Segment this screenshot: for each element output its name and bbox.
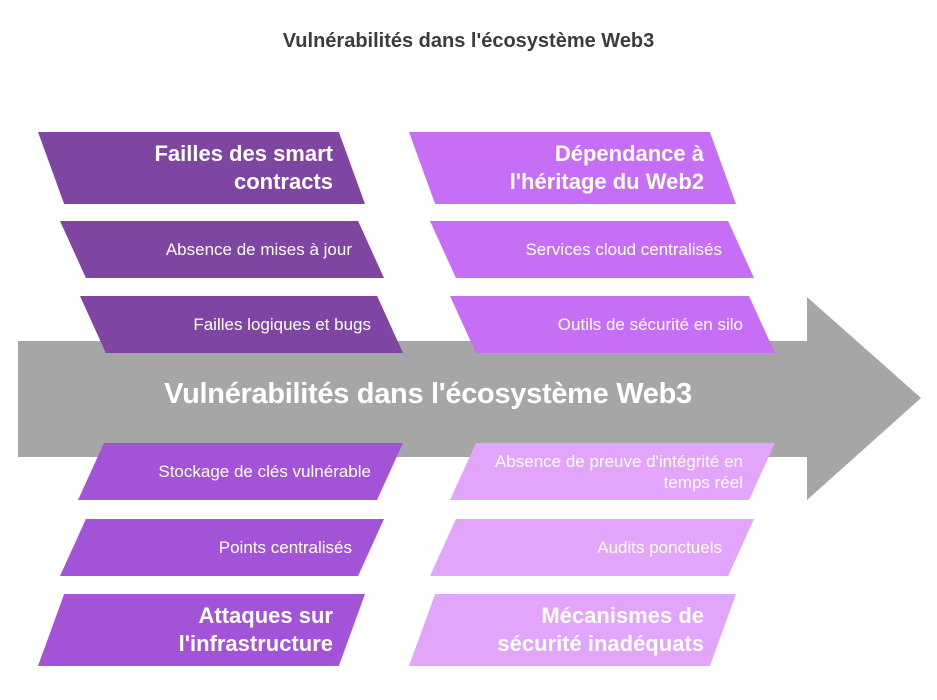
spine-label: Vulnérabilités dans l'écosystème Web3 (164, 378, 692, 410)
category-heading-smart-contracts: Failles des smart contracts (38, 132, 365, 204)
category-heading-security-mechanisms: Mécanismes de sécurité inadéquats (409, 594, 736, 666)
cause-failles-logiques: Failles logiques et bugs (80, 296, 403, 353)
cause-stockage-cles: Stockage de clés vulnérable (78, 443, 403, 500)
cause-outils-securite-silo: Outils de sécurité en silo (450, 296, 775, 353)
cause-audits-ponctuels: Audits ponctuels (430, 519, 754, 576)
diagram-title: Vulnérabilités dans l'écosystème Web3 (282, 30, 655, 52)
cause-points-centralises: Points centralisés (60, 519, 384, 576)
category-heading-infrastructure: Attaques sur l'infrastructure (38, 594, 365, 666)
cause-services-cloud: Services cloud centralisés (430, 221, 754, 278)
cause-absence-mises-a-jour: Absence de mises à jour (60, 221, 384, 278)
category-heading-web2-dependency: Dépendance à l'héritage du Web2 (409, 132, 736, 204)
cause-absence-preuve-integrite: Absence de preuve d'intégrité en temps r… (450, 443, 775, 500)
